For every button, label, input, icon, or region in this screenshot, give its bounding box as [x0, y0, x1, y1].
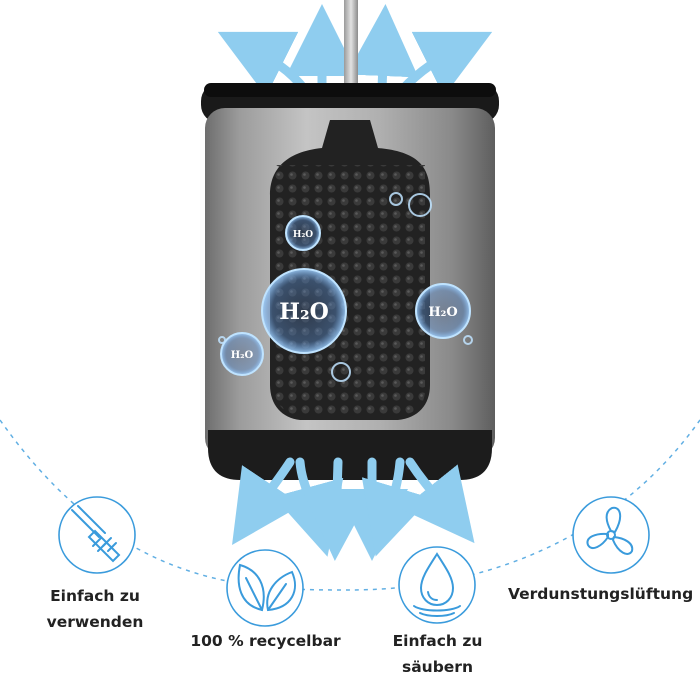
water-bubble: H₂O	[285, 215, 321, 251]
feature-badge-fan	[572, 496, 650, 574]
feature-label-clean: Einfach zu säubern	[392, 632, 483, 677]
small-bubbles	[218, 192, 473, 382]
feature-badge-leaf	[226, 549, 304, 627]
feature-badge-brush	[58, 496, 136, 574]
svg-text:H₂O: H₂O	[279, 299, 329, 325]
leaf-icon	[237, 563, 296, 612]
feature-label-recyclable: 100 % recycelbar	[190, 632, 341, 650]
water-bubble: H₂O	[415, 283, 471, 339]
brush-icon	[71, 505, 121, 563]
fan-icon	[586, 506, 634, 555]
feature-label-use: Einfach zu verwenden	[46, 587, 144, 632]
water-bubble: H₂O	[220, 332, 264, 376]
feature-label-ventilation: Verdunstungslüftung	[508, 585, 694, 603]
svg-text:H₂O: H₂O	[231, 350, 254, 361]
airflow-arrows-bottom	[232, 457, 475, 561]
svg-text:H₂O: H₂O	[428, 305, 457, 320]
svg-text:H₂O: H₂O	[293, 230, 313, 240]
water-bubble: H₂O	[261, 268, 347, 354]
feature-badge-drop	[398, 546, 476, 624]
water-drop-icon	[413, 552, 461, 617]
